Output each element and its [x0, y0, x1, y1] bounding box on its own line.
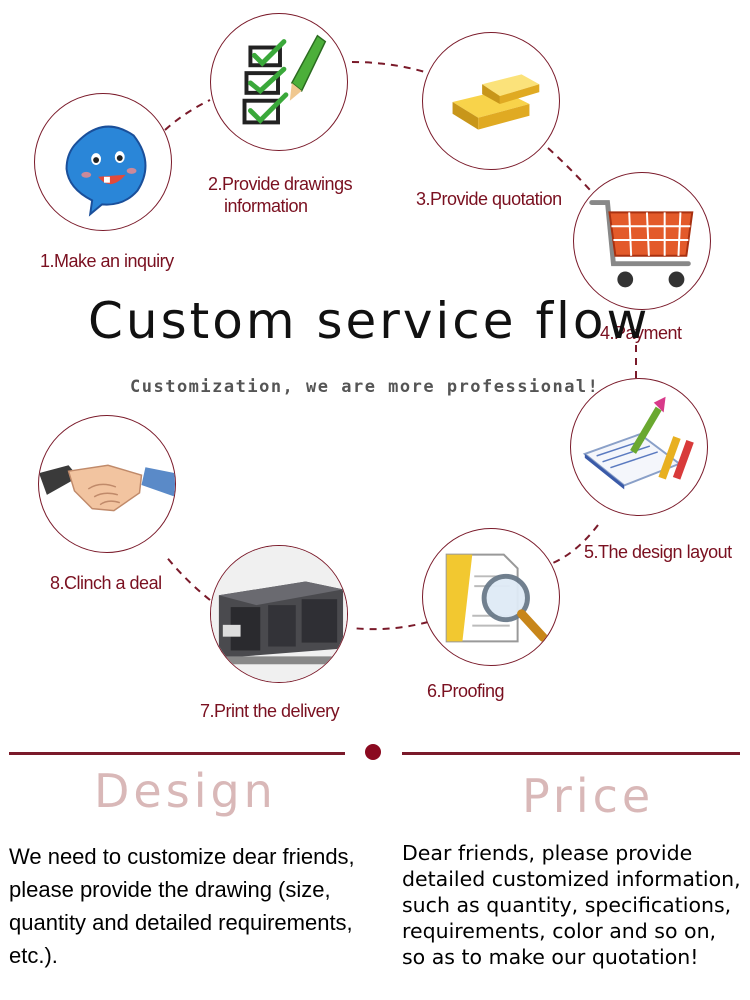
printing-press-icon	[211, 546, 347, 682]
design-heading: Design	[94, 764, 277, 818]
step-2-label-line1: 2.Provide drawings	[208, 174, 353, 194]
step-7-circle	[210, 545, 348, 683]
step-2-label: 2.Provide drawings information	[208, 173, 353, 217]
step-8-circle	[38, 415, 176, 553]
gold-bars-icon	[452, 74, 540, 130]
chat-bubble-icon	[65, 125, 147, 217]
design-text: We need to customize dear friends, pleas…	[9, 844, 355, 968]
shopping-cart-icon	[589, 200, 694, 288]
handshake-icon	[39, 464, 175, 512]
page-title: Custom service flow	[88, 292, 651, 350]
page-subtitle: Customization, we are more professional!	[130, 377, 600, 397]
price-heading: Price	[522, 769, 655, 823]
notebook-brush-icon	[582, 396, 694, 490]
step-4-circle	[573, 172, 711, 310]
step-1-circle	[34, 93, 172, 231]
step-6-label: 6.Proofing	[427, 681, 505, 701]
divider-right	[402, 752, 740, 755]
step-2-label-line2: information	[224, 196, 308, 216]
step-3-label: 3.Provide quotation	[416, 189, 562, 209]
divider-left	[9, 752, 345, 755]
checklist-pencil-icon	[242, 34, 327, 125]
magnifier-document-icon	[445, 553, 548, 643]
step-5-circle	[570, 378, 708, 516]
step-5-label: 5.The design layout	[584, 542, 732, 562]
step-8-label: 8.Clinch a deal	[50, 573, 162, 593]
price-text: Dear friends, please provide detailed cu…	[402, 841, 741, 969]
step-4-label: 4.Payment	[600, 323, 682, 343]
divider-dot	[365, 744, 381, 760]
step-2-circle	[210, 13, 348, 151]
step-6-circle	[422, 528, 560, 666]
step-3-circle	[422, 32, 560, 170]
step-1-label: 1.Make an inquiry	[40, 251, 174, 271]
step-7-label: 7.Print the delivery	[200, 701, 340, 721]
